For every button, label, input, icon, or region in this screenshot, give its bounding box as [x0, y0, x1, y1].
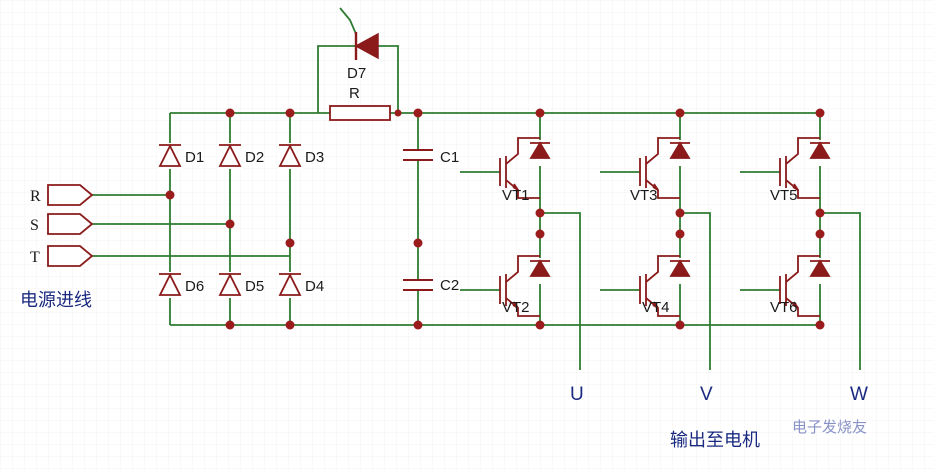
watermark: 电子发烧友: [792, 418, 867, 436]
label-s: S: [30, 217, 39, 234]
diode-d2: [218, 143, 242, 169]
label-r: R: [30, 188, 41, 205]
thyristor-d7: [354, 32, 379, 60]
igbt-vt5: [779, 137, 831, 199]
label-d1: D1: [185, 149, 204, 166]
rectifier-diodes: [158, 143, 302, 298]
label-output-v: V: [700, 384, 713, 405]
resistor-r: [329, 105, 391, 121]
label-c2: C2: [440, 277, 459, 294]
label-vt6: VT6: [770, 299, 798, 316]
igbt-vt3: [639, 137, 691, 199]
label-d5: D5: [245, 278, 264, 295]
diode-d6: [158, 272, 182, 298]
junction-nodes: [165, 108, 825, 330]
label-d4: D4: [305, 278, 324, 295]
label-vt1: VT1: [502, 187, 530, 204]
caption-input: 电源进线: [20, 290, 92, 311]
label-vt3: VT3: [630, 187, 658, 204]
label-t: T: [30, 249, 40, 266]
label-output-w: W: [850, 384, 868, 405]
connector-s: [47, 213, 94, 235]
igbts: [499, 137, 831, 317]
diode-d5: [218, 272, 242, 298]
label-vt5: VT5: [770, 187, 798, 204]
igbt-vt4: [639, 255, 691, 317]
label-d3: D3: [305, 149, 324, 166]
output-v-line: [680, 212, 711, 370]
label-output-u: U: [570, 384, 584, 405]
output-w-line: [820, 212, 861, 370]
diode-d1: [158, 143, 182, 169]
label-d6: D6: [185, 278, 204, 295]
label-c1: C1: [440, 149, 459, 166]
capacitors: [402, 149, 434, 291]
input-connectors: [47, 184, 94, 267]
node-d7-right: [394, 109, 402, 117]
label-vt2: VT2: [502, 299, 530, 316]
igbt-vt2: [499, 255, 551, 317]
d7-gate-lead: [339, 7, 357, 35]
igbt-vt6: [779, 255, 831, 317]
diode-d3: [278, 143, 302, 169]
label-vt4: VT4: [642, 299, 670, 316]
connector-t: [47, 245, 94, 267]
label-d2: D2: [245, 149, 264, 166]
output-u-line: [540, 212, 581, 370]
connector-r: [47, 184, 94, 206]
diode-d4: [278, 272, 302, 298]
igbt-vt1: [499, 137, 551, 199]
watermark-text: 电子发烧友: [792, 418, 867, 436]
label-resistor: R: [349, 85, 360, 102]
label-d7: D7: [347, 65, 366, 82]
caption-output: 输出至电机: [670, 430, 760, 451]
